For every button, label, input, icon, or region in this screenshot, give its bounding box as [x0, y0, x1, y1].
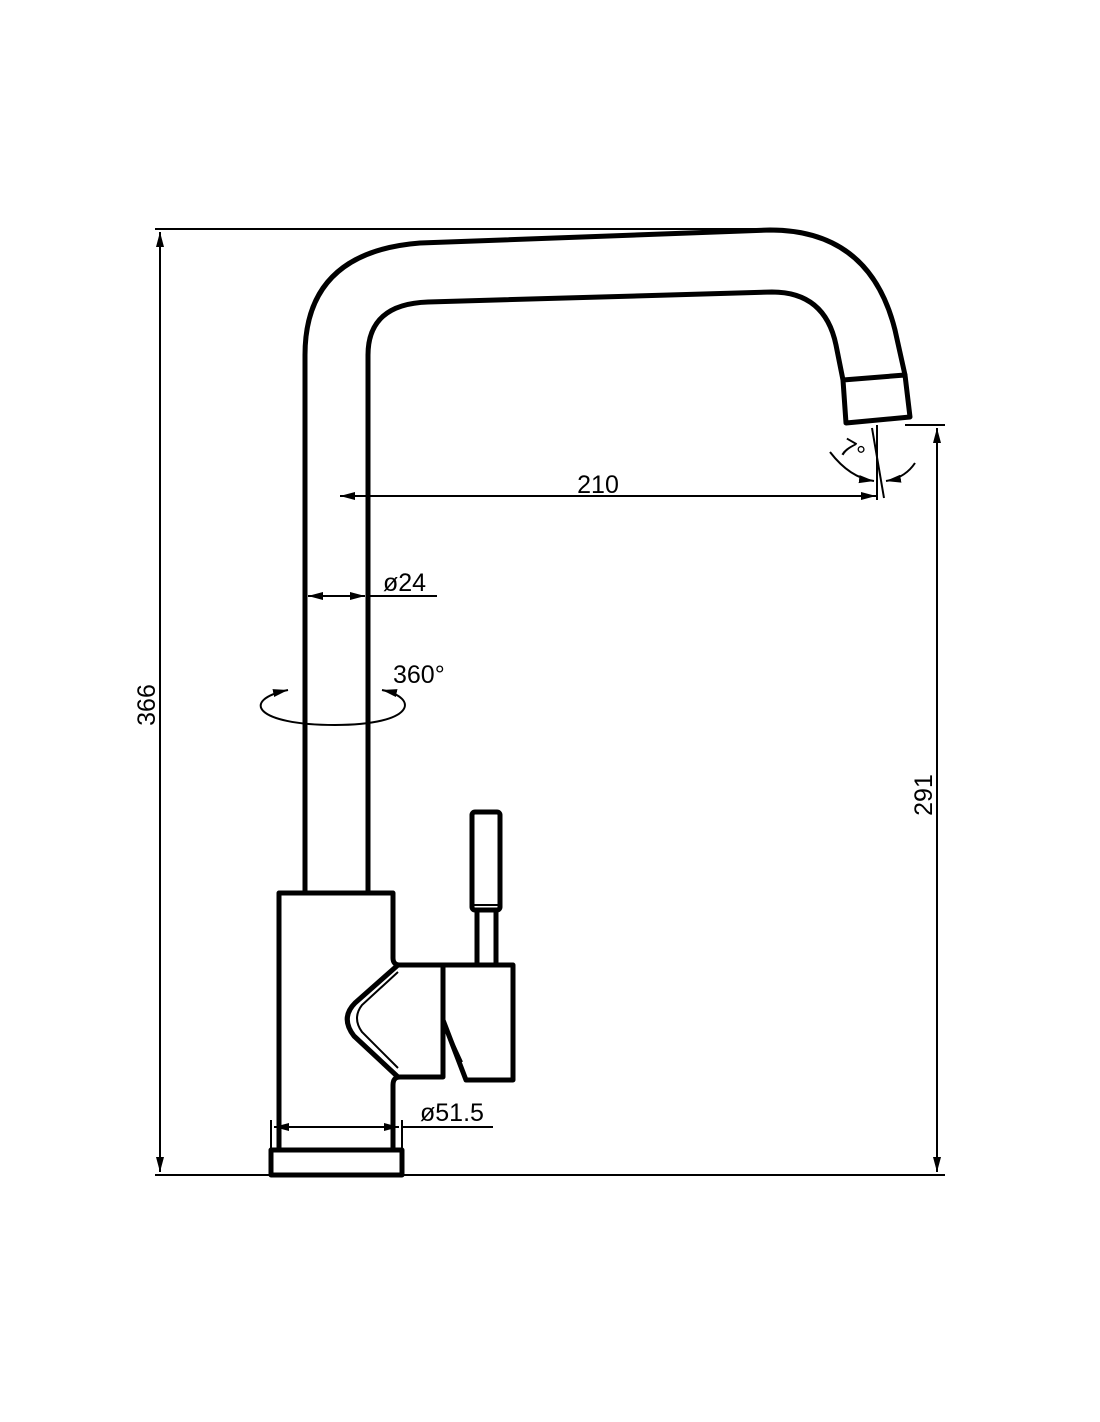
handle-knob	[469, 809, 503, 913]
base-plate	[268, 1147, 405, 1178]
lever-base-outline	[440, 962, 516, 1083]
tube-diameter-dimension: ø24	[304, 569, 437, 645]
outlet-angle-arc	[829, 451, 875, 484]
tube-diameter-label: ø24	[383, 569, 426, 597]
outlet-height-label: 291	[910, 774, 938, 816]
faucet-outline	[268, 227, 913, 1178]
mixer-body-outline	[276, 890, 446, 1153]
body-wedge-inner	[356, 971, 399, 1069]
aerator-outline	[840, 372, 913, 426]
body-wedge-outer	[344, 962, 401, 1080]
rotation-ellipse-arc	[259, 689, 406, 727]
spout-reach-dimension: 210	[340, 425, 878, 500]
lever-base-detail	[444, 1024, 463, 1063]
body-diameter-dimension: ø51.5	[270, 1099, 493, 1150]
overall-height-label: 366	[133, 684, 161, 726]
overall-height-dimension: 366	[133, 228, 945, 1176]
spout-reach-label: 210	[577, 471, 619, 499]
body-diameter-label: ø51.5	[420, 1099, 484, 1127]
spout-inner-edge	[365, 289, 846, 896]
spout-outer-edge	[302, 227, 908, 896]
outlet-angle-line	[871, 427, 885, 499]
outlet-angle-dimension: 7°	[829, 427, 916, 499]
rotation-label: 360°	[393, 661, 445, 689]
outlet-angle-arc-right	[885, 462, 916, 483]
outlet-height-dimension: 291	[905, 424, 945, 1172]
handle-stem	[474, 907, 499, 968]
rotation-indicator: 360°	[259, 661, 445, 727]
